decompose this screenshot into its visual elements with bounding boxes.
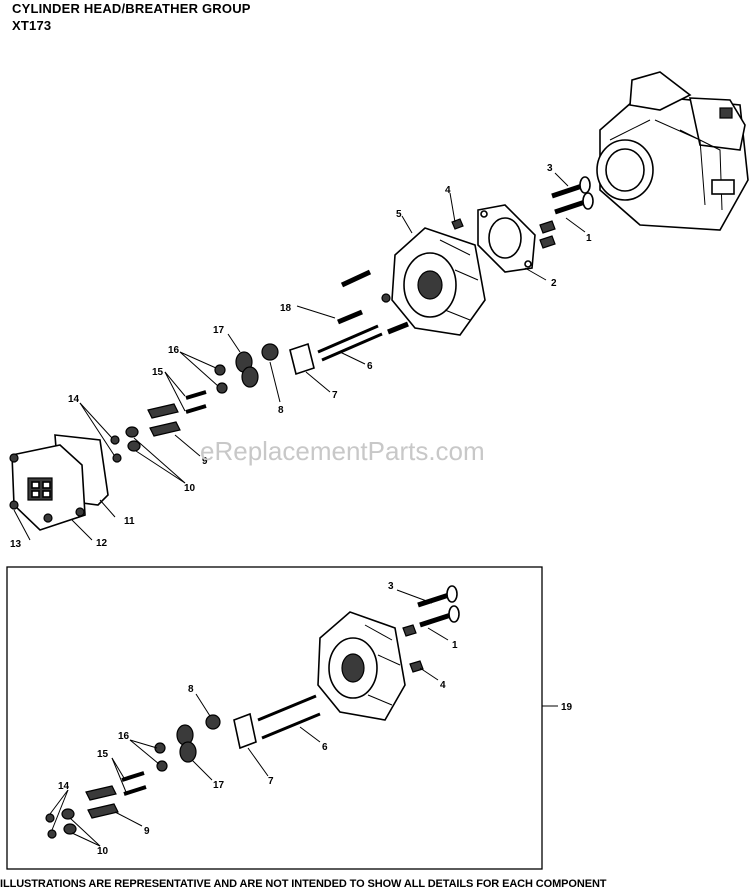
callout-17-assembly: 17 [213, 780, 225, 791]
valve-cover [11, 444, 86, 531]
callout-2: 2 [551, 278, 557, 289]
callout-19: 19 [561, 702, 573, 713]
watermark: eReplacementParts.com [200, 436, 485, 466]
callout-17: 17 [213, 325, 225, 336]
callout-4: 4 [445, 185, 451, 196]
callout-1-assembly: 1 [452, 640, 458, 651]
cylinder-head [391, 227, 486, 336]
valve-springs [235, 351, 259, 388]
callout-6: 6 [367, 361, 373, 372]
cylinder-head-assembly [317, 611, 406, 721]
callout-8-assembly: 8 [188, 684, 194, 695]
callout-13: 13 [10, 539, 22, 550]
callout-15-assembly: 15 [97, 749, 109, 760]
callout-3-assembly: 3 [388, 581, 394, 592]
callout-6-assembly: 6 [322, 742, 328, 753]
assembly-box [6, 566, 543, 870]
callout-1: 1 [586, 233, 592, 244]
callout-10-assembly: 10 [97, 846, 109, 857]
callout-16-assembly: 16 [118, 731, 130, 742]
callout-9-assembly: 9 [144, 826, 150, 837]
callout-4-assembly: 4 [440, 680, 446, 691]
callout-9: 9 [202, 456, 208, 467]
callout-8: 8 [278, 405, 284, 416]
callout-14: 14 [68, 394, 80, 405]
engine-block [596, 71, 749, 231]
head-gasket [477, 204, 536, 273]
model-number: XT173 [12, 18, 52, 33]
callout-7-assembly: 7 [268, 776, 274, 787]
callout-7: 7 [332, 390, 338, 401]
callout-14-assembly: 14 [58, 781, 70, 792]
callout-15: 15 [152, 367, 164, 378]
callout-11: 11 [124, 516, 135, 527]
callout-10: 10 [184, 483, 196, 494]
callout-12: 12 [96, 538, 108, 549]
valve-intake [551, 176, 591, 199]
upper-leaders [13, 172, 586, 541]
callout-5: 5 [396, 209, 402, 220]
disclaimer-footer: ILLUSTRATIONS ARE REPRESENTATIVE AND ARE… [0, 878, 607, 890]
callout-16: 16 [168, 345, 180, 356]
callout-3: 3 [547, 163, 553, 174]
lower-leaders [49, 589, 449, 847]
callout-18: 18 [280, 303, 292, 314]
diagram-title: CYLINDER HEAD/BREATHER GROUP [12, 1, 251, 16]
valve-exhaust [554, 192, 594, 215]
